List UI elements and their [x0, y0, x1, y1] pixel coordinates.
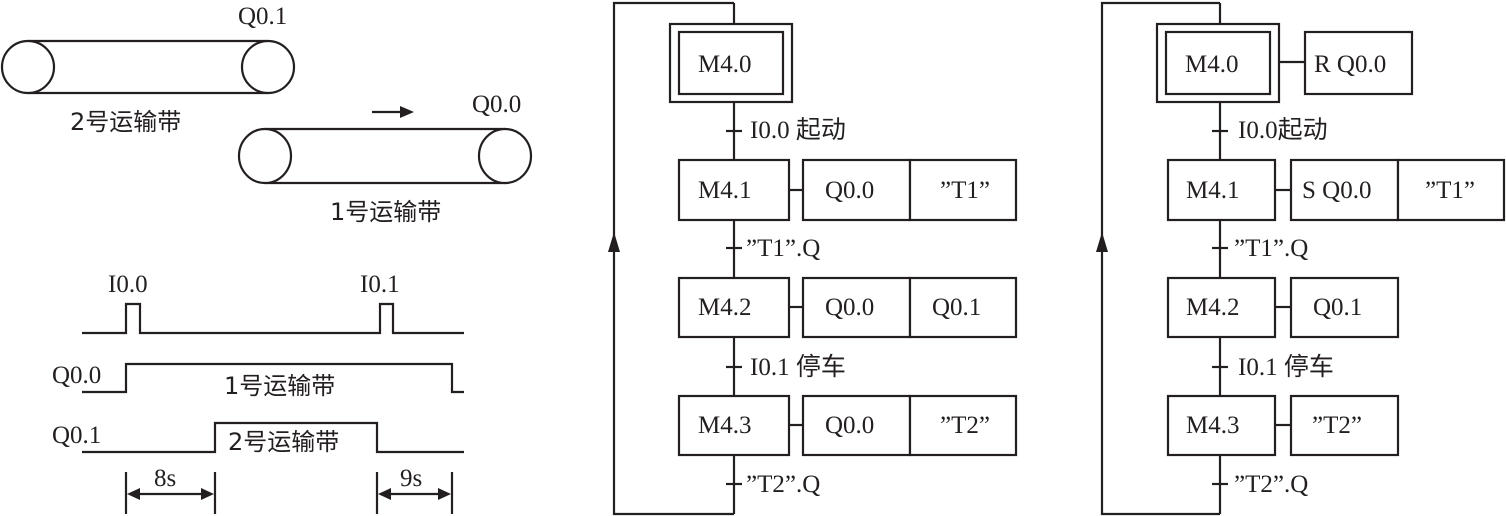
svg-text:S Q0.0: S Q0.0: [1302, 177, 1371, 204]
svg-text:M4.1: M4.1: [1186, 177, 1239, 204]
sfc-right-loop-arrow-icon: [1096, 232, 1108, 252]
belt-1-output-label: Q0.0: [472, 91, 521, 118]
sfc-left-transition-t2: ”T2”.Q: [746, 471, 820, 498]
sfc-left-transition-t1: ”T1”.Q: [746, 235, 820, 262]
q00-signal-text: 1号运输带: [224, 372, 335, 400]
sfc-left-step-m42: M4.2: [677, 276, 791, 339]
belt-1-right-roller: [477, 127, 533, 185]
input-signal-trace: [82, 302, 464, 335]
sfc-left-actions-m43: Q0.0 ”T2”: [801, 394, 1018, 457]
sfc-left-actions-m42: Q0.0 Q0.1: [801, 276, 1018, 339]
sfc-right-actions-m42: Q0.1: [1289, 276, 1400, 339]
sfc-right-loop-line: [1100, 1, 1220, 516]
svg-text:M4.0: M4.0: [1185, 51, 1238, 78]
svg-text:Q0.1: Q0.1: [932, 294, 981, 321]
svg-text:Q0.0: Q0.0: [825, 177, 874, 204]
stop-input-label: I0.1: [360, 271, 400, 298]
sfc-right-step-m42: M4.2: [1166, 276, 1277, 339]
sfc-left-step-m41: M4.1: [677, 158, 791, 222]
svg-text:”T1”: ”T1”: [1425, 177, 1475, 204]
q01-signal-label: Q0.1: [52, 422, 101, 449]
belt-1-label: 1号运输带: [330, 198, 441, 226]
svg-text:M4.2: M4.2: [1186, 294, 1239, 321]
sfc-left-transition-start: I0.0 起动: [750, 116, 846, 144]
start-input-label: I0.0: [108, 271, 148, 298]
sfc-right-transition-t2: ”T2”.Q: [1234, 471, 1308, 498]
sfc-left-step-m43: M4.3: [677, 394, 791, 457]
svg-text:M4.1: M4.1: [698, 177, 751, 204]
sfc-right-actions-m40: R Q0.0: [1303, 30, 1414, 96]
svg-text:”T2”: ”T2”: [1312, 412, 1362, 439]
sfc-left-loop-arrow-icon: [608, 232, 620, 252]
svg-text:”T1”: ”T1”: [940, 177, 990, 204]
sfc-right-step-m40: M4.0: [1155, 22, 1281, 104]
svg-text:”T2”: ”T2”: [940, 412, 990, 439]
belt-2-right-roller: [240, 39, 296, 95]
delay-stop-label: 9s: [400, 465, 422, 492]
belt-1: [237, 127, 533, 185]
delay-8s-dimension: 8s: [124, 465, 217, 514]
sfc-right: M4.0 R Q0.0 I0.0起动 M4.1 S Q0.0 ”T1” ”T1”…: [1096, 1, 1506, 516]
sfc-right-actions-m41: S Q0.0 ”T1”: [1289, 158, 1506, 222]
q00-signal-label: Q0.0: [52, 362, 101, 389]
belt-2-label: 2号运输带: [70, 108, 181, 136]
timing-diagram: I0.0 I0.1 Q0.0 1号运输带 Q0.1 2号运输带 8s 9s: [52, 271, 464, 514]
delay-start-label: 8s: [154, 465, 176, 492]
sfc-right-actions-m43: ”T2”: [1289, 394, 1400, 457]
sfc-left-actions-m41: Q0.0 ”T1”: [801, 158, 1018, 222]
sfc-left-transition-stop: I0.1 停车: [750, 353, 846, 381]
q01-signal-trace: [82, 421, 464, 454]
sfc-right-step-m43: M4.3: [1166, 394, 1277, 457]
svg-text:M4.2: M4.2: [698, 294, 751, 321]
belt-2-left-roller: [0, 39, 56, 95]
svg-text:M4.3: M4.3: [698, 412, 751, 439]
svg-text:M4.3: M4.3: [1186, 412, 1239, 439]
delay-9s-dimension: 9s: [375, 465, 454, 514]
direction-arrow-icon: [372, 106, 414, 118]
svg-text:M4.0: M4.0: [698, 51, 751, 78]
sfc-right-transition-t1: ”T1”.Q: [1234, 235, 1308, 262]
conveyor-illustration: Q0.1 2号运输带 Q0.0 1号运输带: [0, 3, 533, 226]
belt-2-output-label: Q0.1: [238, 3, 287, 30]
svg-text:Q0.0: Q0.0: [825, 294, 874, 321]
sfc-left-loop-line: [612, 1, 734, 516]
svg-text:Q0.1: Q0.1: [1313, 294, 1362, 321]
sfc-left: M4.0 I0.0 起动 M4.1 Q0.0 ”T1” ”T1”.Q M4.2: [608, 1, 1018, 516]
svg-text:R Q0.0: R Q0.0: [1314, 51, 1386, 78]
belt-1-left-roller: [237, 127, 293, 185]
sfc-right-transition-stop: I0.1 停车: [1238, 353, 1334, 381]
belt-2: [0, 39, 296, 95]
sfc-right-transition-start: I0.0起动: [1238, 116, 1328, 144]
sfc-left-step-m40: M4.0: [668, 22, 794, 104]
q01-signal-text: 2号运输带: [228, 428, 339, 456]
q00-signal-trace: [82, 362, 464, 394]
sfc-right-step-m41: M4.1: [1166, 158, 1277, 222]
svg-text:Q0.0: Q0.0: [825, 412, 874, 439]
